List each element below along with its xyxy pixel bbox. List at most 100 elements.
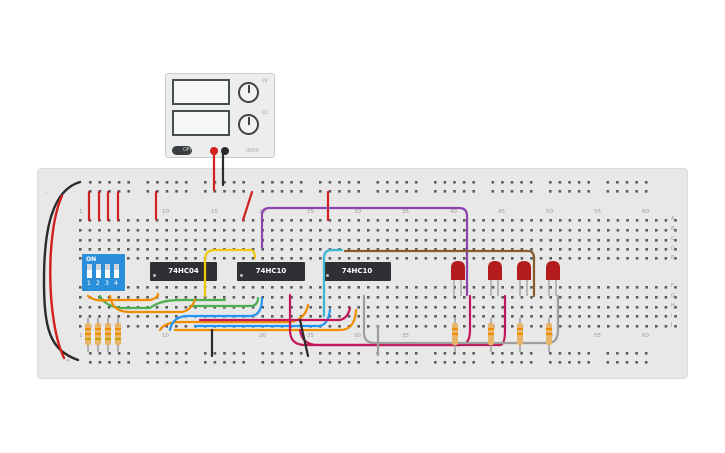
breadboard-hole [251, 239, 255, 242]
dip-number: 4 [114, 280, 118, 287]
voltage-knob[interactable] [238, 82, 259, 103]
row-letter: D [671, 246, 675, 252]
green-wire[interactable] [188, 296, 260, 308]
breadboard-hole [434, 325, 437, 328]
breadboard-hole [645, 286, 648, 289]
chip-74hc10-a[interactable]: 74HC10 [237, 262, 305, 281]
orange-wire[interactable] [108, 294, 197, 314]
breadboard-hole [664, 315, 668, 318]
resistor[interactable] [517, 318, 523, 352]
breadboard-hole [232, 361, 236, 364]
breadboard-hole [472, 181, 475, 184]
resistor[interactable] [488, 318, 494, 352]
breadboard-hole [395, 361, 399, 364]
breadboard-hole [194, 229, 197, 232]
breadboard-hole [127, 352, 130, 355]
breadboard-hole [520, 352, 523, 355]
breadboard-hole [79, 219, 82, 222]
power-supply[interactable]: CV CC OFF 0000 [165, 73, 275, 158]
orange-wire[interactable] [173, 308, 358, 332]
breadboard-hole [482, 296, 485, 299]
ground-rail-wire[interactable] [42, 180, 82, 362]
led[interactable] [517, 261, 531, 296]
breadboard-hole [79, 296, 82, 299]
breadboard-hole [194, 239, 197, 242]
dip-toggle-2[interactable] [96, 264, 101, 278]
breadboard-hole [568, 306, 572, 309]
breadboard-hole [290, 315, 293, 318]
breadboard-hole [568, 352, 571, 355]
resistor[interactable] [95, 318, 101, 352]
orange-wire[interactable] [86, 292, 160, 302]
resistor[interactable] [546, 318, 552, 352]
breadboard-hole [290, 229, 293, 232]
breadboard-hole [251, 248, 255, 251]
yellow-wire[interactable] [203, 248, 257, 298]
chip-74hc10-b[interactable]: 74HC10 [323, 262, 391, 281]
breadboard-hole [280, 190, 284, 193]
pulldown-resistors[interactable] [85, 318, 121, 352]
breadboard-hole [376, 257, 380, 260]
breadboard-hole [309, 229, 312, 232]
breadboard-hole [549, 286, 552, 289]
breadboard-hole [242, 361, 245, 364]
green-wire[interactable] [98, 294, 227, 310]
breadboard-hole [395, 181, 399, 184]
breadboard-hole [395, 190, 399, 193]
breadboard-hole [501, 248, 504, 251]
orange-wire[interactable] [158, 303, 310, 332]
gray-wire[interactable] [362, 294, 560, 345]
led[interactable] [546, 261, 560, 296]
breadboard-hole [558, 361, 562, 364]
brown-wire[interactable] [343, 249, 536, 298]
breadboard-hole [328, 219, 332, 222]
power-rail-wire[interactable] [49, 194, 66, 360]
col-num: 60 [642, 209, 649, 215]
dip-switch[interactable]: ON 1 2 3 4 [82, 254, 125, 291]
breadboard-hole [501, 352, 504, 355]
breadboard-hole [434, 306, 437, 309]
breadboard-hole [319, 361, 322, 364]
leds[interactable] [451, 261, 560, 296]
breadboard-hole [577, 190, 581, 193]
breadboard-hole [491, 181, 495, 184]
red-jumper[interactable] [241, 190, 254, 222]
breadboard-hole [261, 286, 264, 289]
current-knob-label: CC [262, 110, 268, 115]
negative-terminal[interactable] [221, 147, 229, 155]
breadboard-hole [655, 229, 658, 232]
breadboard-hole [472, 286, 476, 289]
led[interactable] [488, 261, 502, 296]
breadboard-hole [616, 248, 620, 251]
power-switch[interactable]: OFF [172, 146, 193, 155]
cyan-wire[interactable] [322, 248, 344, 318]
resistor[interactable] [115, 318, 121, 352]
col-num: 20 [259, 333, 266, 339]
black-jumper[interactable] [298, 318, 310, 358]
blue-wire[interactable] [193, 308, 332, 328]
resistor[interactable] [85, 318, 91, 352]
blue-wire[interactable] [168, 296, 264, 332]
resistor[interactable] [105, 318, 111, 352]
breadboard-hole [530, 239, 533, 242]
dip-toggle-4[interactable] [114, 264, 119, 278]
purple-wire[interactable] [260, 206, 469, 297]
breadboard-hole [107, 248, 111, 251]
breadboard-hole [299, 181, 303, 184]
dip-toggle-1[interactable] [87, 264, 92, 278]
breadboard-hole [674, 325, 677, 328]
breadboard-hole [357, 286, 360, 289]
magenta-wire[interactable] [198, 306, 352, 322]
led-resistors[interactable] [452, 318, 552, 352]
resistor[interactable] [452, 318, 458, 352]
current-knob[interactable] [238, 114, 259, 135]
chip-74hc04[interactable]: 74HC04 [150, 262, 217, 281]
breadboard-hole [674, 306, 677, 309]
led[interactable] [451, 261, 465, 296]
breadboard-hole [559, 248, 562, 251]
col-num: 45 [498, 209, 505, 215]
breadboard-hole [472, 296, 476, 299]
breadboard-hole [577, 361, 581, 364]
breadboard-hole [223, 219, 226, 222]
dip-toggle-3[interactable] [105, 264, 110, 278]
